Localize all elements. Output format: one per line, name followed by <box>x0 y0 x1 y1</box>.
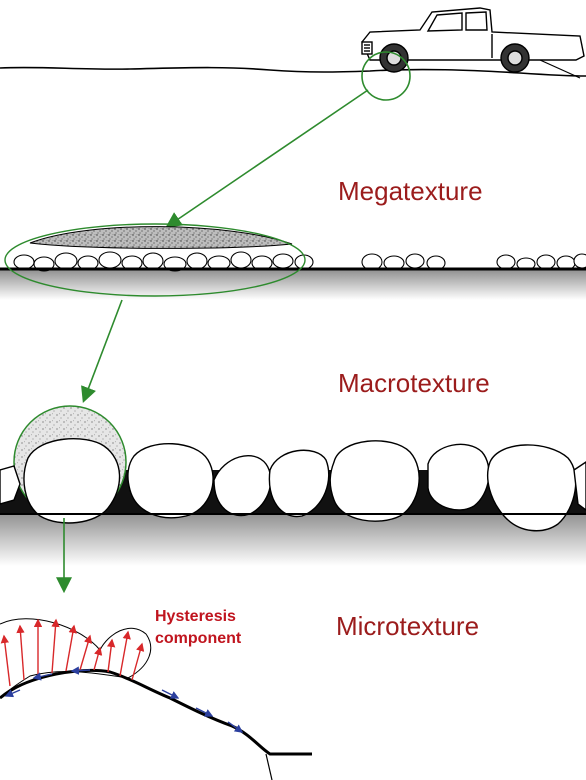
macrotexture-cross-section <box>0 405 586 566</box>
pickup-truck-icon <box>361 7 585 79</box>
microtexture-detail <box>0 618 312 780</box>
hysteresis-line-2: component <box>155 630 242 647</box>
zoom-arrow-2 <box>81 299 123 403</box>
magnifier-circle-icon <box>361 51 411 101</box>
macrotexture-label: Macrotexture <box>338 368 490 398</box>
zoom-arrow-1 <box>165 89 369 228</box>
hysteresis-component-label: Hysteresis component <box>155 606 241 650</box>
megatexture-cross-section <box>0 223 586 300</box>
microtexture-label: Microtexture <box>336 611 480 641</box>
megatexture-road-profile <box>0 66 586 77</box>
megatexture-label: Megatexture <box>338 176 483 206</box>
hysteresis-line-1: Hysteresis <box>155 608 236 625</box>
